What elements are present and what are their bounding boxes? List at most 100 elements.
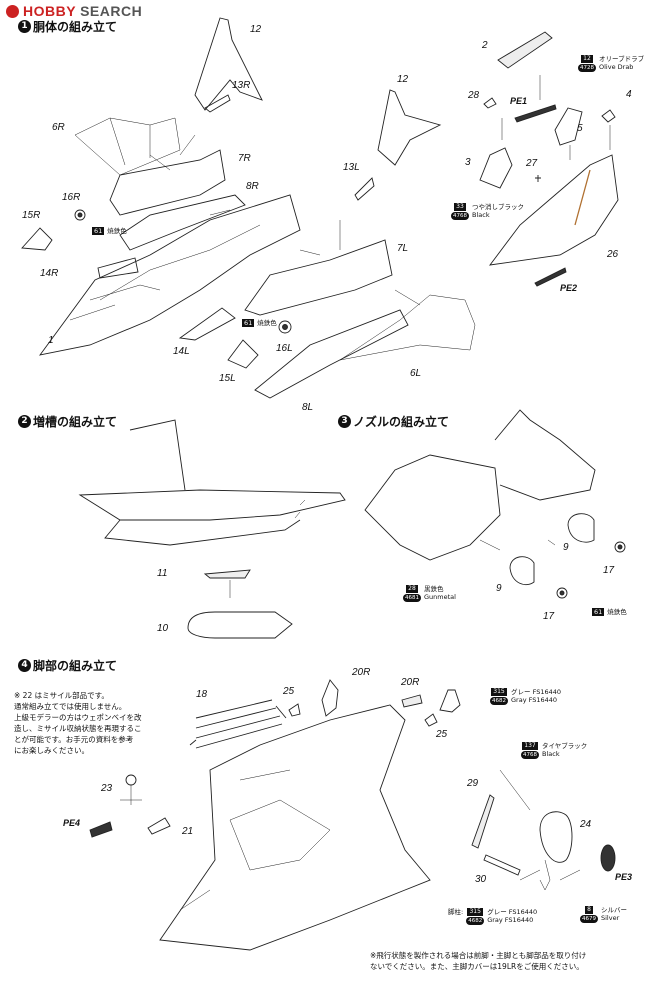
part-13r <box>204 94 231 113</box>
part-label-26: 26 <box>607 249 619 260</box>
part-label-21: 21 <box>182 826 194 837</box>
part-nose-section <box>488 154 619 266</box>
paint-name-jp: シルバー <box>601 906 627 914</box>
flight-state-note: ※飛行状態を製作される場合は前脚・主脚とも脚部品を取り付け ないでください。また… <box>370 951 587 971</box>
section-4-heading: 4 脚部の組み立て <box>18 657 117 674</box>
part-21 <box>147 817 171 835</box>
paint-name-jp: つや消しブラック <box>472 203 524 211</box>
paint-name-jp: オリーブドラブ <box>599 55 645 63</box>
paint-name-en: Black <box>472 211 490 219</box>
part-7r <box>109 149 226 216</box>
part-label-23: 23 <box>101 783 113 794</box>
logo-text-search: SEARCH <box>80 3 143 19</box>
paint-name-jp: グレー FS16440 <box>487 908 538 916</box>
part-label-pe4: PE4 <box>63 818 81 828</box>
part-label-3: 3 <box>465 157 471 168</box>
part-8l <box>254 309 409 399</box>
paint-burnt-iron-2: 61 焼鉄色 <box>242 319 277 327</box>
part-label-6l: 6L <box>410 368 422 379</box>
section-3-heading: 3 ノズルの組み立て <box>338 413 449 430</box>
paint-leg-gray: 脚柱: 315 4682 グレー FS16440 Gray FS16440 <box>448 908 537 925</box>
part-29 <box>471 794 495 849</box>
part-8r <box>119 194 246 251</box>
part-label-12: 12 <box>250 24 262 35</box>
section-number: 2 <box>18 415 31 428</box>
part-label-2: 2 <box>482 40 488 51</box>
part-label-9: 9 <box>563 542 569 553</box>
part-16r <box>74 209 86 221</box>
part-label-14l: 14L <box>173 346 190 357</box>
paint-burnt-iron-1: 61 焼鉄色 <box>92 227 127 235</box>
paint-code-badge: 315 4682 <box>466 908 485 925</box>
paint-name-en: Olive Drab <box>599 63 634 71</box>
part-14l <box>178 307 236 341</box>
fuselage-side-view <box>78 489 346 521</box>
nozzle-rear-assembly <box>364 454 501 561</box>
paint-code-badge: 33 4768 <box>451 203 469 220</box>
paint-code-badge: 28 4681 <box>403 585 421 602</box>
part-20r-upper <box>321 679 339 717</box>
paint-burnt-iron-3: 61 焼鉄色 <box>592 608 627 616</box>
part-label-13l: 13L <box>343 162 360 173</box>
part-9-upper <box>567 513 595 543</box>
paint-name-en: Black <box>542 750 560 758</box>
section-title: 増槽の組み立て <box>33 415 118 429</box>
section-2-heading: 2 増槽の組み立て <box>18 413 117 430</box>
paint-name-en: Silver <box>601 914 620 922</box>
part-7l <box>244 239 393 316</box>
part-label-24: 24 <box>580 819 592 830</box>
part-label-20r: 20R <box>352 667 371 678</box>
part-28 <box>483 97 497 109</box>
paint-flat-black: 33 4768 つや消しブラック Black <box>451 203 524 220</box>
gear-strut-a <box>439 689 461 713</box>
part-label-4: 4 <box>626 89 632 100</box>
part-3-cockpit <box>479 147 513 189</box>
part-label-17: 17 <box>603 565 615 576</box>
paint-name-jp: 焼鉄色 <box>107 227 127 235</box>
part-11-pylon <box>203 569 251 579</box>
part-label-7r: 7R <box>238 153 251 164</box>
part-label-13r: 13R <box>232 80 251 91</box>
paint-prefix: 脚柱: <box>448 908 464 916</box>
aircraft-underside <box>159 704 431 951</box>
section-1-heading: 1 胴体の組み立て <box>18 18 117 35</box>
part-30 <box>483 854 521 876</box>
part-label-1: 1 <box>48 335 54 346</box>
part-label-pe3: PE3 <box>615 872 633 882</box>
logo-mark-icon <box>6 4 19 18</box>
part-17-lower <box>556 587 568 599</box>
watermark-logo: HOBBY SEARCH <box>6 3 142 19</box>
section-number: 4 <box>18 659 31 672</box>
part-pe4 <box>89 821 113 838</box>
part-label-10: 10 <box>157 623 169 634</box>
part-label-5: 5 <box>577 123 583 134</box>
part-15l <box>227 339 259 369</box>
part-23 <box>125 774 137 786</box>
part-pe3-hub <box>600 844 616 872</box>
part-label-14r: 14R <box>40 268 59 279</box>
part-6l <box>339 294 476 361</box>
part-pe1 <box>514 104 557 123</box>
paint-name-en: Gunmetal <box>424 593 456 601</box>
paint-name-jp: 黒鉄色 <box>424 585 444 593</box>
part-18-missiles <box>195 699 283 749</box>
paint-code-badge: 315 4682 <box>490 688 508 705</box>
part-2-canopy <box>497 31 553 69</box>
paint-name-en: Gray FS16440 <box>487 916 534 924</box>
part-5-seat <box>554 107 583 146</box>
part-12-right <box>377 89 442 166</box>
paint-name-jp: グレー FS16440 <box>511 688 561 696</box>
part-25-right <box>424 713 438 727</box>
logo-text-hobby: HOBBY <box>23 3 77 19</box>
paint-silver: 8 4679 シルバー Silver <box>580 906 627 923</box>
paint-tire-black: 137 4768 タイヤブラック Black <box>521 742 587 759</box>
part-label-15r: 15R <box>22 210 41 221</box>
part-4 <box>601 109 616 123</box>
paint-name-en: Gray FS16440 <box>511 696 558 704</box>
part-label-6r: 6R <box>52 122 65 133</box>
part-label-pe1: PE1 <box>510 96 528 106</box>
part-16l <box>278 320 292 334</box>
part-pe2 <box>534 267 567 287</box>
part-15r <box>21 227 53 251</box>
part-12-left <box>194 17 263 111</box>
